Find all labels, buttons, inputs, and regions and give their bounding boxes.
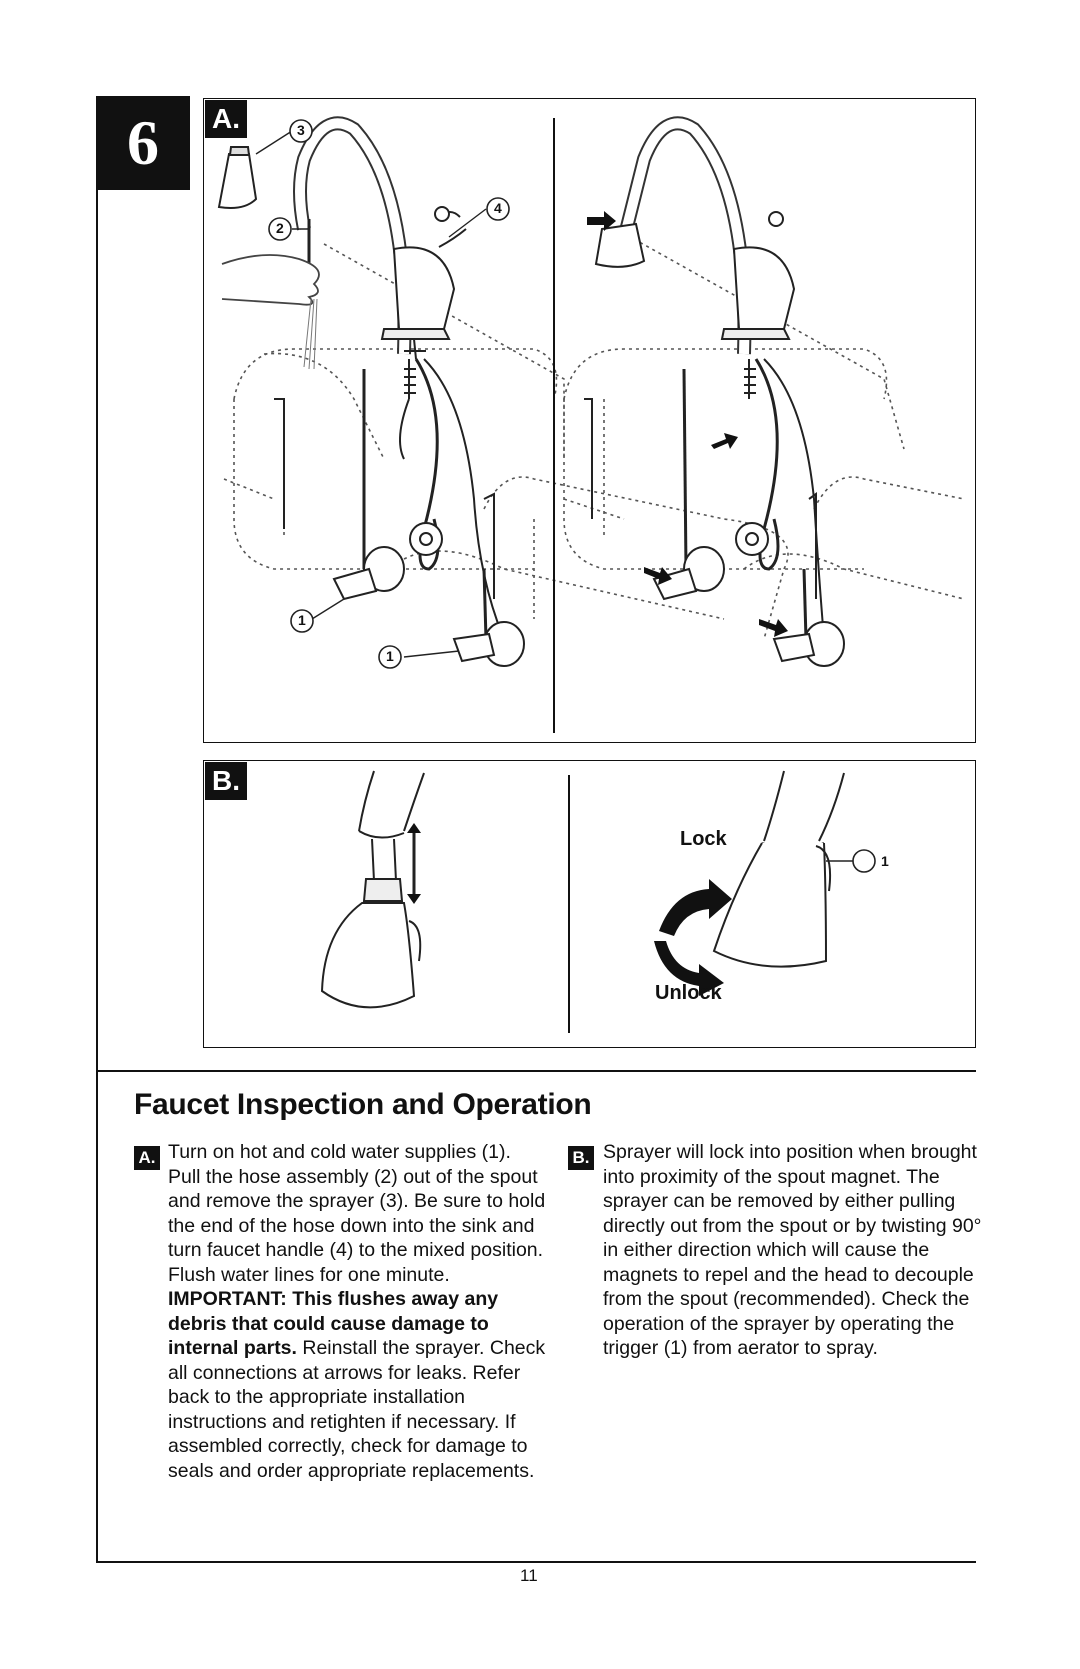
step-a-text-1: Turn on hot and cold water supplies (1).… [168, 1141, 546, 1286]
sprayer-lock-illustration [320, 770, 876, 1009]
callout-hose: 2 [276, 220, 284, 236]
callout-supply-right: 1 [386, 648, 394, 664]
step-a-instructions: Turn on hot and cold water supplies (1).… [168, 1140, 548, 1483]
illustration-panel-a [203, 98, 976, 743]
section-separator-rule [96, 1070, 976, 1072]
step-a-badge: A. [134, 1146, 160, 1170]
faucet-body-right [594, 116, 825, 640]
faucet-body-left [293, 116, 505, 640]
inspection-arrows [587, 211, 788, 637]
callout-handle: 4 [494, 200, 502, 216]
step-number: 6 [96, 96, 190, 190]
frame-left-rule [96, 96, 98, 1562]
shutoff-valve-left-2 [452, 568, 525, 667]
panel-b-tag: B. [205, 762, 247, 800]
water-stream [303, 298, 318, 370]
panel-a-divider [553, 118, 555, 733]
panel-b-divider [568, 775, 570, 1033]
shutoff-valve-left-1 [332, 369, 405, 601]
unlock-arrow-icon [654, 941, 724, 996]
step-a-important: IMPORTANT: This flushes away any debris … [168, 1288, 499, 1359]
unlock-label: Unlock [655, 982, 722, 1004]
spout-and-sprayer-right [712, 770, 845, 968]
step-a-text-2: Reinstall the sprayer. Check all connect… [168, 1337, 546, 1482]
callout-trigger: 1 [881, 853, 889, 869]
shutoff-valve-right-2 [772, 568, 845, 667]
illustration-panel-b [203, 760, 976, 1048]
sprayer-head-icon [217, 146, 258, 209]
step-b-badge: B. [568, 1146, 594, 1170]
lock-label: Lock [680, 828, 727, 850]
shutoff-valve-right-1 [652, 368, 725, 601]
page-number: 11 [520, 1566, 538, 1585]
hand-icon [221, 254, 320, 306]
sink-outline-right [563, 238, 965, 600]
frame-bottom-rule [96, 1561, 976, 1563]
pull-arrow-icon [407, 823, 421, 904]
lock-arrow-icon [659, 879, 732, 936]
callout-supply-left: 1 [298, 612, 306, 628]
panel-a-tag: A. [205, 100, 247, 138]
spout-and-sprayer-left [320, 770, 425, 1009]
step-b-instructions: Sprayer will lock into position when bro… [603, 1141, 982, 1359]
callout-leaders-a [255, 130, 487, 658]
faucet-flush-illustration [217, 116, 965, 669]
callout-sprayer: 3 [297, 122, 305, 138]
section-title: Faucet Inspection and Operation [134, 1088, 592, 1121]
